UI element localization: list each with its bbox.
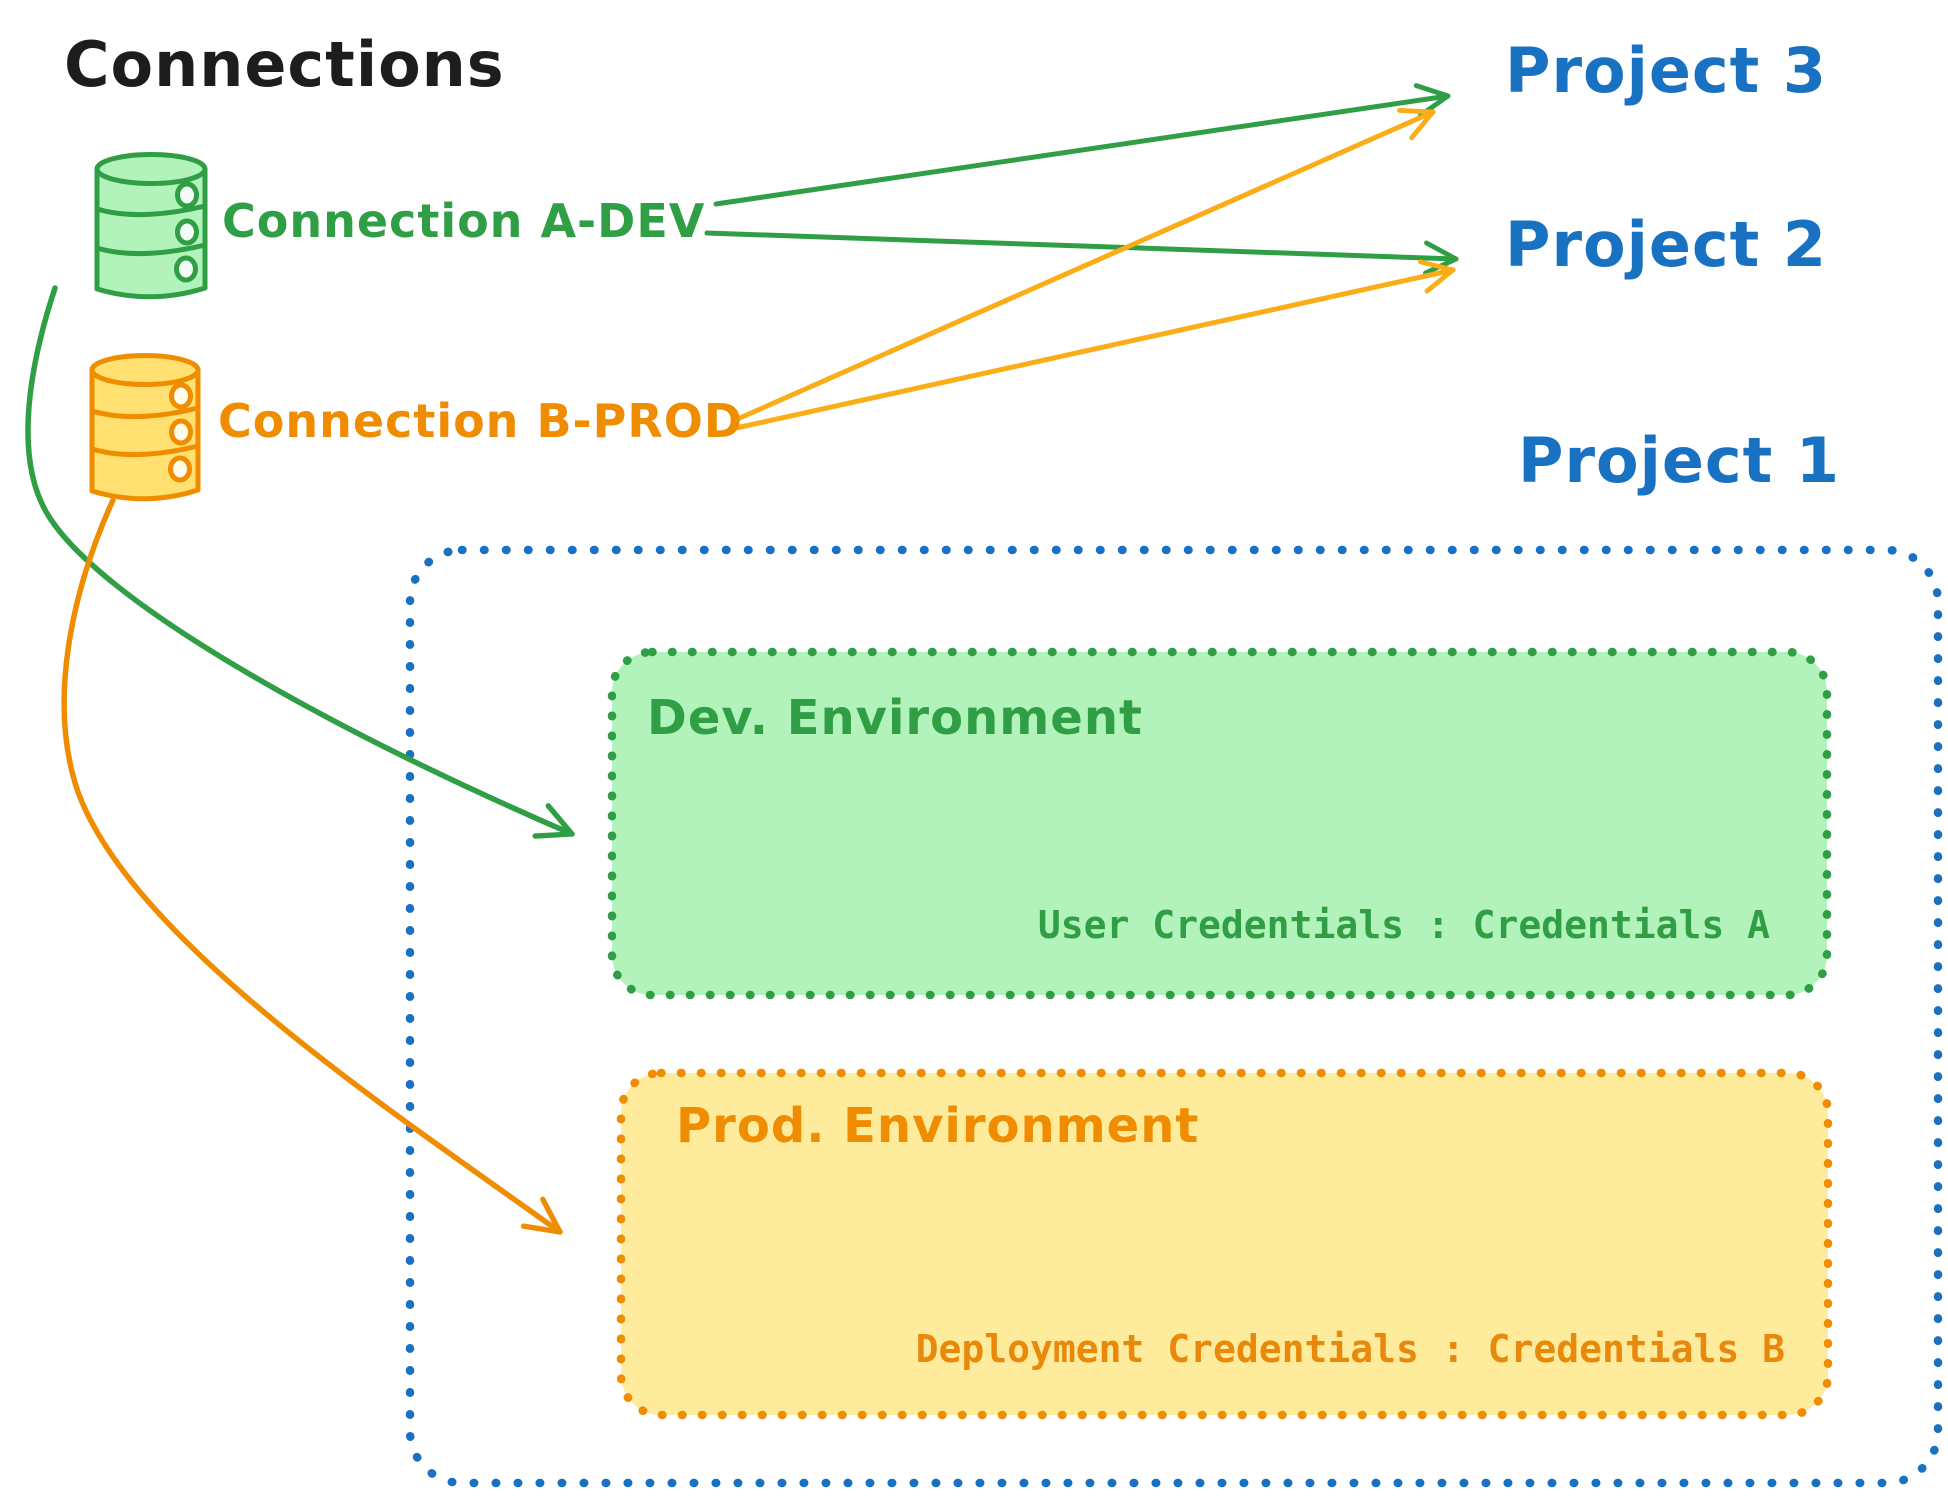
dev-environment-title: Dev. Environment	[647, 690, 1143, 746]
arrow-a-dev-to-dev-environment	[25, 285, 575, 839]
database-prod-icon	[89, 353, 201, 502]
database-dev-icon	[94, 152, 208, 300]
arrow-b-prod-to-prod-environment	[61, 497, 563, 1235]
project-1-container-box	[405, 545, 1943, 1488]
prod-environment-title: Prod. Environment	[676, 1098, 1200, 1154]
project-1-label: Project 1	[1518, 424, 1841, 497]
dev-environment-credentials: User Credentials : Credentials A	[1037, 903, 1770, 947]
dev-environment-box	[607, 647, 1832, 1000]
arrow-b-prod-to-project-2	[733, 259, 1456, 431]
connection-b-prod-label: Connection B-PROD	[218, 394, 744, 448]
project-2-label: Project 2	[1505, 208, 1828, 281]
connection-a-dev-label: Connection A-DEV	[222, 194, 706, 248]
arrow-a-dev-to-project-3	[713, 83, 1451, 207]
diagram-title: Connections	[64, 28, 505, 101]
prod-environment-box	[616, 1068, 1833, 1420]
project-3-label: Project 3	[1505, 34, 1828, 107]
arrow-a-dev-to-project-2	[704, 230, 1459, 276]
prod-environment-credentials: Deployment Credentials : Credentials B	[915, 1327, 1785, 1371]
arrow-b-prod-to-project-3	[730, 107, 1436, 424]
